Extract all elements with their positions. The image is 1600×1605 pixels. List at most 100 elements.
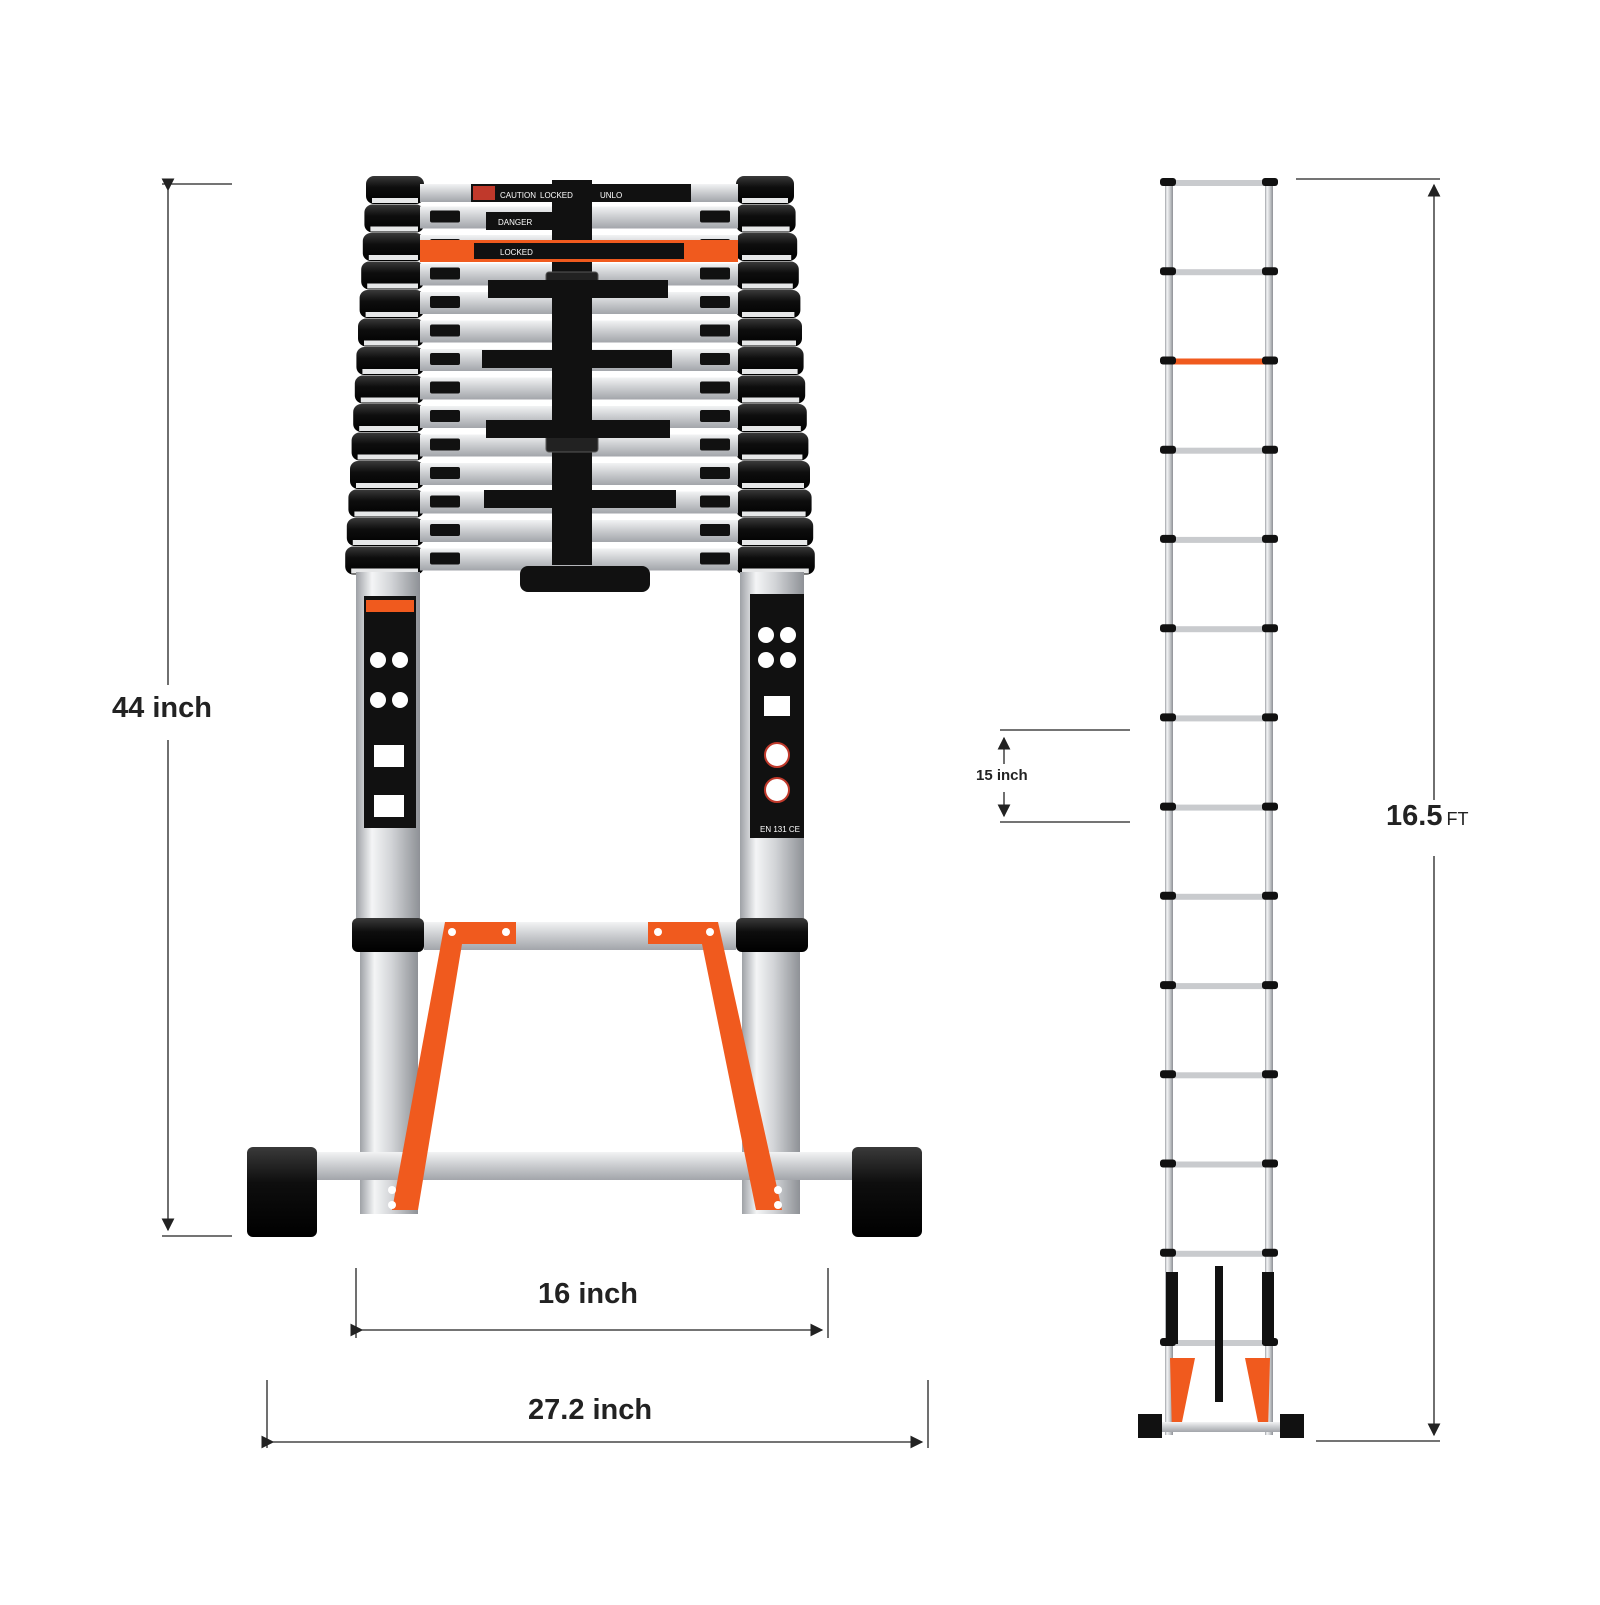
left-section-cuff: [366, 176, 424, 204]
rung-end-cap: [430, 410, 460, 422]
rung-end-cap: [700, 495, 730, 508]
left-collar: [352, 918, 424, 952]
rung-end-cap: [700, 296, 730, 308]
extended-rung: [1170, 269, 1268, 276]
rung-end-cap: [430, 353, 460, 365]
extended-rung-left-collar: [1160, 178, 1176, 186]
extended-right-foot: [1280, 1414, 1304, 1438]
rung-end-cap: [700, 267, 730, 280]
extended-rung: [1170, 626, 1268, 633]
left-section-band: [352, 540, 418, 545]
extended-left-sticker: [1166, 1272, 1178, 1344]
svg-text:DANGER: DANGER: [498, 218, 532, 227]
left-section-cuff: [354, 375, 424, 404]
right-section-band: [742, 568, 809, 574]
extended-strap: [1215, 1266, 1223, 1402]
extended-rung-right-collar: [1262, 267, 1278, 276]
left-section-band: [356, 483, 418, 488]
left-section-cuff: [348, 489, 424, 518]
extended-rung: [1170, 447, 1268, 454]
right-section-band: [742, 454, 803, 460]
rung-spacing-label: 15 inch: [976, 767, 1028, 784]
left-section-band: [351, 568, 418, 574]
svg-text:UNLO: UNLO: [600, 191, 622, 200]
rung-end-cap: [430, 381, 460, 394]
right-section-band: [742, 426, 801, 431]
rung-spacing-dimension: [997, 729, 1130, 823]
left-section-cuff: [358, 318, 424, 347]
extended-rungs: [1160, 178, 1278, 1346]
extended-rung-left-collar: [1160, 1159, 1176, 1168]
left-section-cuff: [353, 404, 424, 432]
rung-end-cap: [430, 296, 460, 308]
rung-end-cap: [700, 524, 730, 536]
extended-rung-left-collar: [1160, 713, 1176, 722]
extended-rung-right-collar: [1262, 356, 1278, 365]
outer-width-dimension: [261, 1380, 929, 1449]
right-section-cuff: [736, 290, 801, 318]
extended-rung: [1170, 358, 1268, 365]
left-section-band: [370, 226, 418, 232]
extended-rung-left-collar: [1160, 802, 1176, 811]
right-stile-sticker: EN 131 CE: [750, 594, 804, 838]
orange-rung-label: LOCKED: [474, 243, 684, 259]
extended-height-unit: FT: [1446, 809, 1469, 829]
left-section-band: [362, 369, 418, 374]
rung-end-cap: [700, 467, 730, 479]
right-section-cuff: [736, 489, 812, 518]
left-foot: [247, 1147, 317, 1237]
left-section-cuff: [350, 461, 424, 489]
left-stile-sticker: [364, 596, 416, 828]
left-section-band: [357, 454, 418, 460]
left-section-band: [365, 312, 418, 317]
rung-end-cap: [700, 210, 730, 223]
left-section-cuff: [356, 347, 424, 375]
extended-rung-left-collar: [1160, 445, 1176, 454]
svg-text:LOCKED: LOCKED: [540, 191, 573, 200]
right-section-cuff: [736, 176, 794, 204]
extended-rung: [1170, 180, 1268, 186]
extended-rung: [1170, 1161, 1268, 1168]
svg-text:LOCKED: LOCKED: [500, 248, 533, 257]
extended-rung: [1170, 536, 1268, 543]
extended-rung-left-collar: [1160, 981, 1176, 990]
right-section-cuff: [736, 432, 809, 461]
left-section-cuff: [359, 290, 424, 318]
rung-end-cap: [430, 495, 460, 508]
right-section-cuff: [736, 233, 798, 261]
left-section-band: [359, 426, 418, 431]
right-section-band: [742, 340, 796, 346]
height-dimension: [161, 178, 232, 1237]
extended-rung-left-collar: [1160, 624, 1176, 633]
right-collar: [736, 918, 808, 952]
right-section-band: [742, 226, 790, 232]
extended-rung: [1170, 715, 1268, 722]
extended-rung: [1170, 1072, 1268, 1079]
left-section-band: [372, 198, 418, 203]
left-section-band: [364, 340, 418, 346]
right-section-cuff: [736, 518, 814, 546]
inner-width-label: 16 inch: [538, 1278, 638, 1310]
right-section-band: [742, 312, 795, 317]
right-section-band: [742, 198, 788, 203]
extended-right-sticker: [1262, 1272, 1274, 1344]
rung-end-cap: [430, 210, 460, 223]
left-section-band: [367, 283, 418, 289]
extended-rung-right-collar: [1262, 1159, 1278, 1168]
telescopic-sections: [345, 176, 815, 575]
extended-rung-right-collar: [1262, 713, 1278, 722]
right-foot: [852, 1147, 922, 1237]
rung-end-cap: [430, 324, 460, 337]
extended-rung-right-collar: [1262, 624, 1278, 633]
extended-rung-left-collar: [1160, 1070, 1176, 1079]
left-section-band: [368, 255, 418, 260]
extended-rung-right-collar: [1262, 1248, 1278, 1257]
left-section-cuff: [351, 432, 424, 461]
right-section-cuff: [736, 347, 804, 375]
extended-rung: [1170, 1250, 1268, 1257]
extended-rung-left-collar: [1160, 891, 1176, 900]
extended-ladder: [1138, 178, 1304, 1438]
extended-rung: [1170, 983, 1268, 990]
left-section-band: [354, 511, 418, 517]
